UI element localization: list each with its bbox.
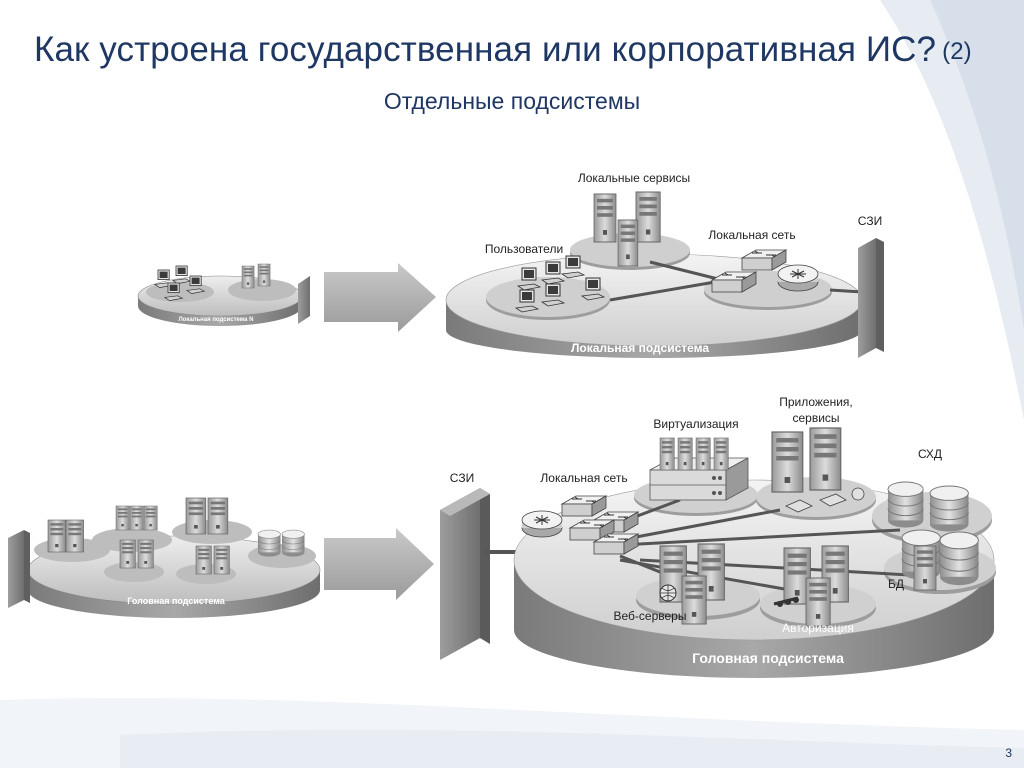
router-icon xyxy=(777,264,819,292)
firewall-wall-icon xyxy=(440,488,490,660)
head-subsystem-disk-label: Головная подсистема xyxy=(692,650,844,666)
server-icon xyxy=(809,427,842,491)
slide-title-text: Как устроена государственная или корпора… xyxy=(34,30,937,69)
router-icon xyxy=(521,510,563,538)
server-icon xyxy=(677,437,693,471)
arrow-right-icon xyxy=(324,528,434,600)
web-servers-label: Веб-серверы xyxy=(614,609,687,623)
storage-label: СХД xyxy=(918,447,942,461)
firewall-wall-icon xyxy=(298,276,310,324)
local-subsystem: Локальная подсистема Ло xyxy=(445,171,884,358)
local-network-label: Локальная сеть xyxy=(708,228,795,242)
virtualization-chassis xyxy=(649,437,749,501)
server-icon xyxy=(593,193,617,243)
local-szi-label: СЗИ xyxy=(858,214,882,228)
slide-title-number: (2) xyxy=(942,38,972,65)
server-icon xyxy=(713,437,729,471)
authorization-label: Авторизация xyxy=(782,621,854,635)
server-icon xyxy=(695,437,711,471)
globe-icon xyxy=(659,584,677,602)
server-icon xyxy=(659,437,675,471)
slide-subtitle: Отдельные подсистемы xyxy=(383,88,641,114)
server-icon xyxy=(635,191,661,243)
applications-servers xyxy=(771,427,865,513)
applications-label-line2: сервисы xyxy=(792,411,839,425)
web-servers xyxy=(659,543,726,625)
slide-title: Как устроена государственная или корпора… xyxy=(34,30,972,70)
small-local-disk-label: Локальная подсистема N xyxy=(178,317,253,323)
key-icon xyxy=(773,596,799,607)
local-services-label: Локальные сервисы xyxy=(578,171,690,185)
db-server xyxy=(913,545,937,591)
local-subsystem-disk-label: Локальная подсистема xyxy=(571,341,709,355)
arrow-right-icon xyxy=(324,263,436,332)
applications-label-line1: Приложения, xyxy=(779,395,853,409)
server-icon xyxy=(913,545,937,591)
users-label: Пользователи xyxy=(485,242,563,256)
firewall-wall-icon xyxy=(858,238,884,358)
small-head-disk-label: Головная подсистема xyxy=(127,596,226,606)
small-local-subsystem: Локальная подсистема N xyxy=(137,263,310,326)
virtualization-label: Виртуализация xyxy=(653,417,738,431)
head-szi-label: СЗИ xyxy=(450,471,474,485)
server-icon xyxy=(805,577,831,627)
head-subsystem: СЗИ Головная подсистема xyxy=(440,395,996,678)
server-icon xyxy=(771,431,804,493)
server-icon xyxy=(617,219,639,267)
page-number: 3 xyxy=(1005,746,1012,760)
firewall-wall-icon xyxy=(8,530,30,608)
db-label: БД xyxy=(888,577,904,591)
small-head-subsystem: Головная подсистема xyxy=(8,497,321,618)
head-local-network-label: Локальная сеть xyxy=(540,471,627,485)
authorization-servers xyxy=(773,545,850,627)
